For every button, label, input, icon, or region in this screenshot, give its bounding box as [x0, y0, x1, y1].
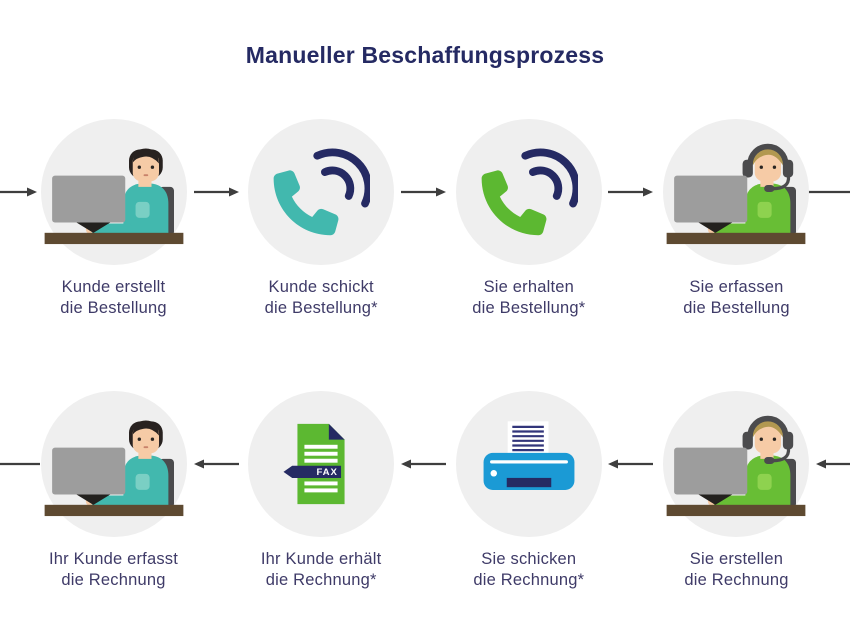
step-kunde-schickt: Kunde schickt die Bestellung*	[218, 119, 425, 319]
step-circle	[248, 119, 395, 265]
phone-incoming-icon	[481, 148, 578, 236]
step-label: Sie erstellen die Rechnung	[684, 550, 789, 589]
step-circle: FAX	[248, 391, 395, 537]
step-circle	[663, 119, 810, 265]
customer-at-computer-icon	[44, 148, 183, 245]
invoice-process-row: Ihr Kunde erfasst die Rechnung FAX Ihr	[10, 391, 840, 591]
fax-banner-text: FAX	[317, 467, 338, 478]
step-circle	[40, 119, 187, 265]
step-sie-erfassen: Sie erfassen die Bestellung	[633, 119, 840, 319]
step-sie-erstellen: Sie erstellen die Rechnung	[633, 391, 840, 591]
step-sie-erhalten: Sie erhalten die Bestellung*	[425, 119, 632, 319]
step-label: Sie schicken die Rechnung*	[473, 550, 585, 589]
step-label: Kunde erstellt die Bestellung	[60, 278, 167, 317]
step-circle	[663, 391, 810, 537]
step-kunde-erfasst: Ihr Kunde erfasst die Rechnung	[10, 391, 217, 591]
step-circle	[455, 391, 602, 537]
step-kunde-erhaelt: FAX Ihr Kunde erhält die Rechnung*	[218, 391, 425, 591]
phone-outgoing-icon	[273, 148, 371, 236]
step-label: Kunde schickt die Bestellung*	[264, 278, 378, 317]
step-circle	[40, 391, 187, 537]
step-label: Sie erhalten die Bestellung*	[472, 278, 586, 317]
step-kunde-erstellt: Kunde erstellt die Bestellung	[10, 119, 217, 319]
fax-document-icon: FAX	[283, 423, 345, 505]
step-label: Ihr Kunde erfasst die Rechnung	[48, 550, 179, 589]
step-sie-schicken: Sie schicken die Rechnung*	[425, 391, 632, 591]
agent-with-headset-icon	[667, 143, 806, 245]
customer-at-computer-icon	[44, 420, 183, 517]
page-title: Manueller Beschaffungsprozess	[245, 42, 605, 68]
printer-icon	[483, 421, 575, 490]
step-label: Ihr Kunde erhält die Rechnung*	[260, 550, 382, 589]
agent-with-headset-icon	[667, 415, 806, 517]
step-label: Sie erfassen die Bestellung	[683, 278, 790, 317]
step-circle	[455, 119, 602, 265]
order-process-row: Kunde erstellt die Bestellung Kunde schi…	[10, 119, 840, 319]
